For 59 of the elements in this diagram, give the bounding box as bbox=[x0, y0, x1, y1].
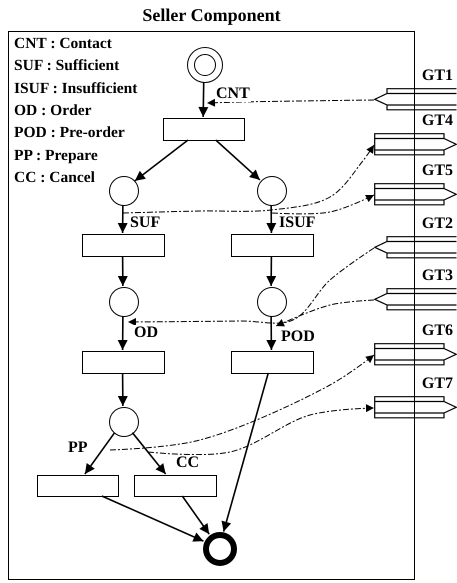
abbreviation-key-entry: ISUF : Insufficient bbox=[14, 80, 138, 96]
gate-port bbox=[374, 113, 457, 156]
gate-label: GT6 bbox=[422, 323, 453, 339]
dashed-arrow bbox=[206, 98, 374, 107]
abbreviation-key-entry: SUF : Sufficient bbox=[14, 58, 120, 74]
place-circle bbox=[257, 176, 287, 206]
transition-bar bbox=[37, 475, 119, 497]
abbreviation-key-entry: PP : Prepare bbox=[14, 148, 98, 163]
dashed-arrow bbox=[110, 354, 374, 450]
arc-arrow bbox=[266, 316, 276, 350]
start-place-circle bbox=[187, 47, 223, 83]
gate-label: GT5 bbox=[422, 163, 453, 179]
dashed-arrow bbox=[122, 144, 374, 214]
gate-label: GT2 bbox=[422, 216, 453, 232]
gate-label: GT4 bbox=[422, 113, 453, 129]
transition-bar bbox=[163, 118, 245, 141]
arc-arrow bbox=[266, 256, 276, 286]
gate-port bbox=[374, 68, 457, 111]
place-circle bbox=[257, 287, 287, 317]
transition-bar bbox=[82, 234, 165, 257]
place-circle bbox=[109, 407, 139, 437]
abbreviation-key-entry: OD : Order bbox=[14, 102, 92, 118]
transition-bar bbox=[82, 351, 165, 374]
arc-arrow bbox=[101, 495, 204, 542]
gate-port bbox=[374, 376, 457, 419]
arc-arrow bbox=[118, 256, 128, 286]
place-circle bbox=[109, 287, 139, 317]
transition-bar bbox=[231, 351, 314, 374]
arc-arrow bbox=[118, 316, 128, 350]
arc-arrow bbox=[134, 139, 189, 182]
transition-bar bbox=[231, 234, 314, 257]
arc-arrow bbox=[222, 372, 270, 532]
arc-arrow bbox=[266, 205, 276, 233]
gate-port bbox=[374, 268, 457, 311]
abbreviation-key-entry: POD : Pre-order bbox=[14, 125, 125, 141]
gate-port bbox=[374, 323, 457, 366]
gate-port bbox=[374, 163, 457, 206]
end-place-circle bbox=[203, 532, 237, 566]
dashed-arrow bbox=[148, 404, 374, 456]
arc-arrow bbox=[118, 205, 128, 233]
abbreviation-key-entry: CC : Cancel bbox=[14, 170, 95, 186]
abbreviation-key-entry: CNT : Contact bbox=[14, 36, 112, 52]
place-circle bbox=[109, 176, 139, 206]
arc-arrow bbox=[215, 139, 260, 181]
component-title: Seller Component bbox=[142, 6, 281, 24]
edge-label: CNT bbox=[215, 86, 251, 102]
gate-label: GT7 bbox=[422, 376, 453, 392]
arc-arrow bbox=[132, 432, 166, 474]
gate-label: GT3 bbox=[422, 268, 453, 284]
gate-label: GT1 bbox=[422, 68, 453, 84]
transition-bar bbox=[134, 475, 217, 497]
arc-arrow bbox=[118, 373, 128, 406]
dashed-arrow bbox=[276, 300, 374, 326]
arc-arrow bbox=[198, 82, 208, 118]
dashed-arrow bbox=[128, 248, 374, 326]
dashed-arrow bbox=[272, 194, 374, 214]
gate-port bbox=[374, 216, 457, 259]
arc-arrow bbox=[84, 432, 115, 474]
arc-arrow bbox=[182, 496, 210, 535]
